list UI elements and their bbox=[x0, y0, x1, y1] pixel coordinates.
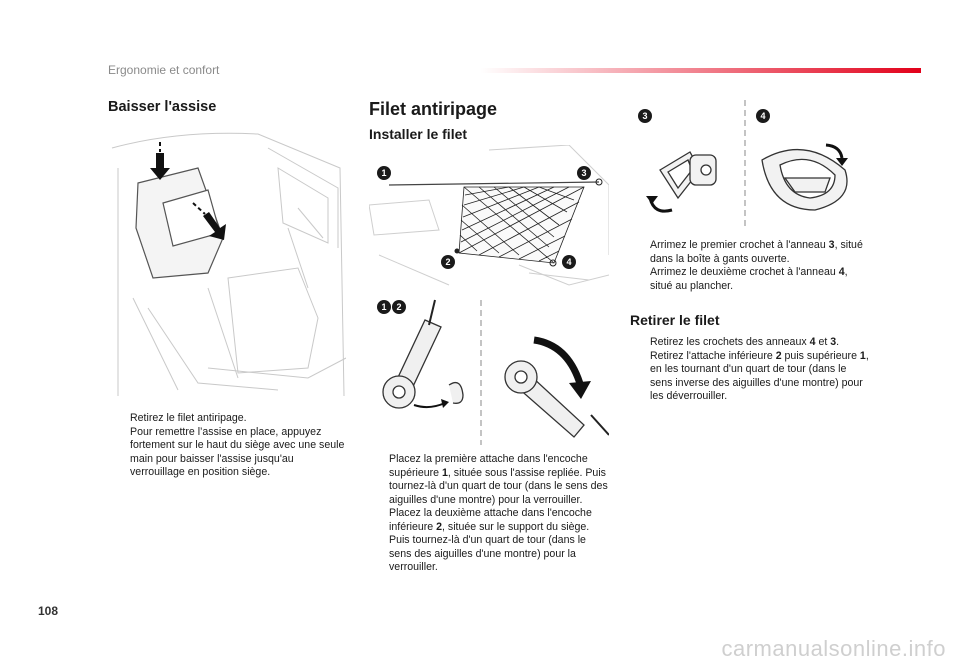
hook-rings-instructions: Arrimez le premier crochet à l'anneau 3,… bbox=[630, 239, 870, 293]
net-installed-illustration bbox=[369, 145, 609, 293]
marker-1-badge: 1 bbox=[377, 300, 391, 314]
list-item: Arrimez le premier crochet à l'anneau 3,… bbox=[650, 239, 863, 265]
seat-illustration bbox=[108, 128, 346, 396]
list-item: Retirez le filet antiripage. bbox=[130, 412, 247, 424]
list-item: Retirez l'attache inférieure 2 puis supé… bbox=[650, 349, 869, 403]
lower-seat-instructions: Retirez le filet antiripage. Pour remett… bbox=[110, 412, 345, 480]
section-title: Ergonomie et confort bbox=[108, 63, 220, 77]
heading-install-net: Installer le filet bbox=[369, 126, 468, 142]
list-item: Placez la deuxième attache dans l'encoch… bbox=[389, 507, 592, 573]
page-number: 108 bbox=[38, 604, 59, 618]
marker-2-badge: 2 bbox=[392, 300, 406, 314]
header-accent-bar bbox=[480, 68, 921, 73]
list-item: Retirez les crochets des anneaux 4 et 3. bbox=[650, 336, 840, 348]
install-net-instructions: Placez la première attache dans l'encoch… bbox=[369, 453, 609, 575]
heading-remove-net: Retirer le filet bbox=[630, 312, 720, 328]
marker-3-badge: 3 bbox=[638, 109, 652, 123]
watermark: carmanualsonline.info bbox=[721, 636, 946, 661]
remove-net-instructions: Retirez les crochets des anneaux 4 et 3.… bbox=[630, 336, 870, 404]
list-item: Placez la première attache dans l'encoch… bbox=[389, 453, 608, 506]
rings-illustration bbox=[630, 100, 860, 230]
list-item: Pour remettre l’assise en place, appuyez… bbox=[130, 425, 345, 479]
marker-4-badge: 4 bbox=[562, 255, 576, 269]
marker-1-badge: 1 bbox=[377, 166, 391, 180]
heading-lower-seat: Baisser l'assise bbox=[108, 99, 217, 115]
list-item: Arrimez le deuxième crochet à l'anneau 4… bbox=[650, 266, 848, 292]
marker-3-badge: 3 bbox=[577, 166, 591, 180]
clip-fastening-illustration bbox=[369, 295, 609, 445]
marker-2-badge: 2 bbox=[441, 255, 455, 269]
heading-anti-slip-net: Filet antiripage bbox=[369, 99, 498, 119]
marker-4-badge: 4 bbox=[756, 109, 770, 123]
